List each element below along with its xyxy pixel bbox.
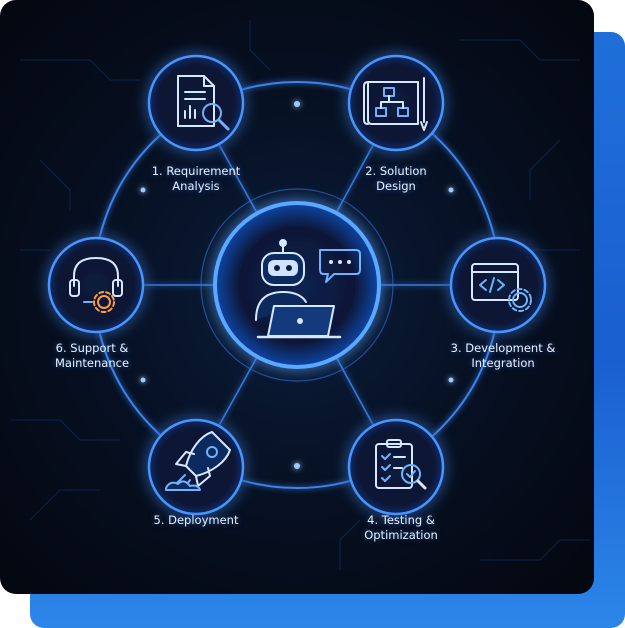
step-label-6: 6. Support & Maintenance [54,341,130,370]
diagram-card: 1. Requirement Analysis 2. Solution Desi… [0,0,594,594]
document-magnifier-icon [177,75,230,131]
rocket-icon [165,431,231,491]
process-cycle-diagram [10,20,590,570]
step-label-2: 2. Solution Design [365,164,427,193]
robot-with-laptop-icon [255,239,361,339]
step-node-1 [147,54,245,152]
checklist-magnifier-icon [375,439,427,490]
code-window-gear-icon [471,263,532,312]
step-label-4: 4. Testing & Optimization [364,513,438,542]
step-label-5: 5. Deployment [153,513,239,527]
headset-gear-icon [69,257,123,313]
step-label-3: 3. Development & Integration [450,341,556,370]
step-node-3 [449,236,547,334]
blueprint-flowchart-icon [363,77,428,131]
step-label-1: 1. Requirement Analysis [151,164,241,193]
step-node-6 [47,236,145,334]
circuit-background [10,20,590,570]
